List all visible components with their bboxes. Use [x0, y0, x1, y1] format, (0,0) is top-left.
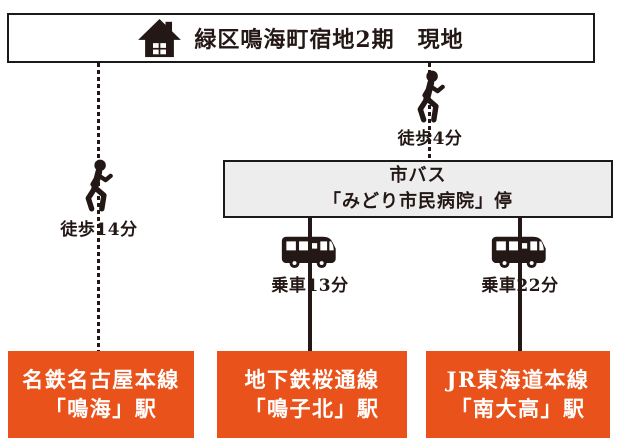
site-title: 緑区鳴海町宿地2期 現地 — [194, 27, 464, 53]
walking-person-icon — [85, 159, 113, 212]
station-box-narukokita: 地下鉄桜通線 「鳴子北」駅 — [217, 351, 407, 438]
station-line-name: 地下鉄桜通線 — [244, 366, 380, 392]
bus-ride-time-right: 乗車22分 — [481, 276, 559, 296]
station-box-minamiodaka: JR東海道本線 「南大高」駅 — [426, 351, 610, 438]
bus-icon — [281, 236, 336, 269]
walk-route-line-right — [428, 63, 431, 160]
walk-route-line-left — [97, 63, 100, 351]
walking-person-icon — [417, 70, 445, 123]
bus-stop-line1: 市バス — [389, 164, 447, 186]
station-box-narumi: 名鉄名古屋本線 「鳴海」駅 — [8, 351, 194, 438]
house-icon — [138, 18, 182, 57]
station-line-name: 名鉄名古屋本線 — [22, 366, 180, 392]
station-name: 「鳴子北」駅 — [244, 395, 380, 421]
site-box: 緑区鳴海町宿地2期 現地 — [7, 13, 595, 63]
bus-route-line-left — [308, 217, 312, 351]
bus-route-line-right — [518, 217, 522, 351]
bus-ride-time-left: 乗車13分 — [271, 276, 349, 296]
station-name: 「鳴海」駅 — [44, 395, 158, 421]
station-name: 「南大高」駅 — [450, 395, 586, 421]
station-line-name: JR東海道本線 — [446, 366, 590, 392]
bus-icon — [491, 236, 546, 269]
walk-time-right: 徒歩4分 — [397, 129, 463, 149]
bus-stop-box: 市バス 「みどり市民病院」停 — [223, 160, 613, 218]
walk-time-left: 徒歩14分 — [60, 220, 138, 240]
bus-stop-line2: 「みどり市民病院」停 — [323, 191, 513, 212]
